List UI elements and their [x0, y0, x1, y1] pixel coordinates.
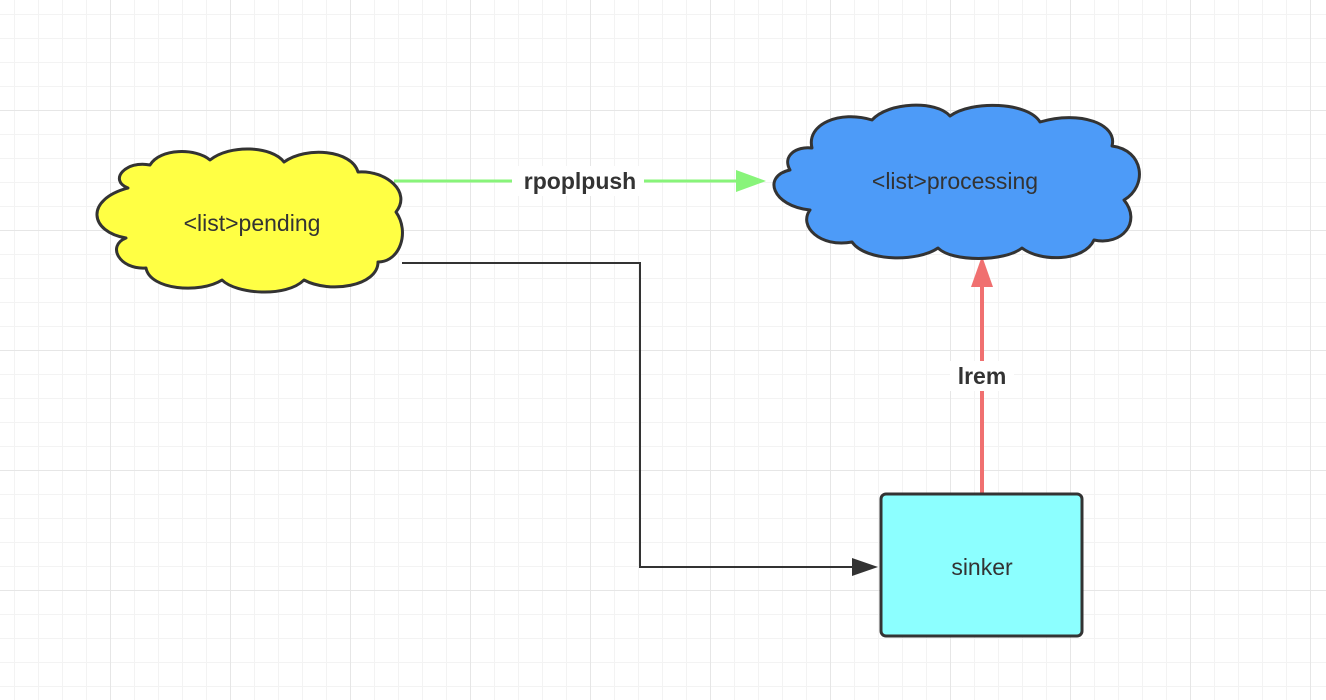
node-pending[interactable]: <list>pending: [95, 147, 404, 294]
node-sinker-label: sinker: [951, 554, 1013, 580]
node-pending-cloud-shape: [95, 147, 404, 294]
edge-lrem-label-bg: [950, 361, 1014, 391]
node-pending-label: <list>pending: [184, 210, 321, 236]
edge-rpoplpush[interactable]: rpoplpush: [394, 166, 766, 196]
edge-rpoplpush-arrowhead: [736, 170, 766, 192]
edge-pending-to-sinker-line: [402, 262, 856, 568]
edge-rpoplpush-label-bg: [512, 166, 644, 196]
node-processing-cloud-shape: [772, 103, 1141, 260]
edge-lrem[interactable]: lrem: [950, 256, 1014, 493]
node-processing[interactable]: <list>processing: [772, 103, 1141, 260]
node-processing-label: <list>processing: [872, 168, 1038, 194]
node-sinker[interactable]: sinker: [879, 492, 1084, 638]
edge-lrem-arrowhead: [971, 256, 993, 287]
node-sinker-box: [879, 492, 1084, 638]
edge-rpoplpush-label: rpoplpush: [524, 168, 636, 194]
edge-pending-to-sinker[interactable]: [402, 262, 878, 576]
edge-lrem-label: lrem: [958, 363, 1007, 389]
edge-pending-to-sinker-arrowhead: [852, 558, 878, 576]
